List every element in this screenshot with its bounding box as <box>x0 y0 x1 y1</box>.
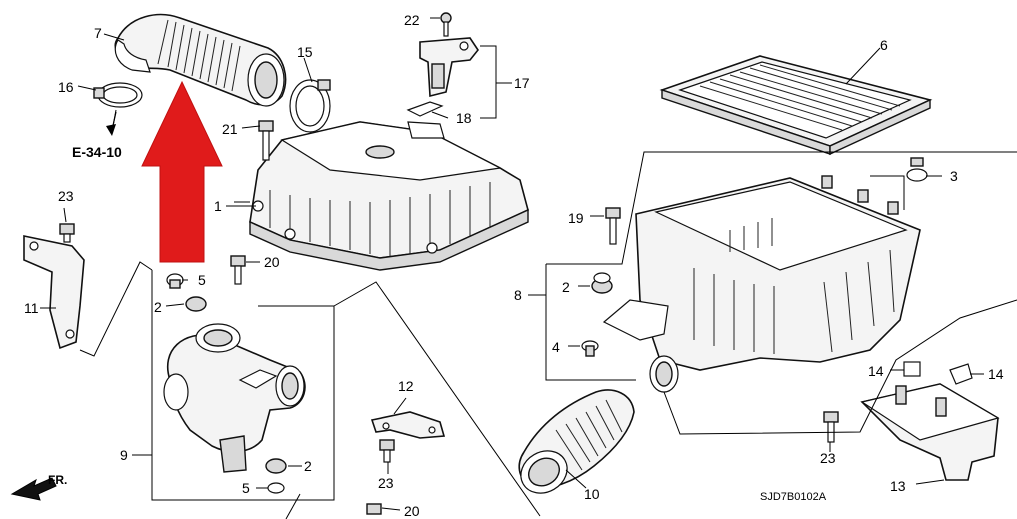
screw-part-22 <box>440 12 452 37</box>
bolt-part-20-lower <box>366 503 382 515</box>
label-part-2-upper: 2 <box>154 299 162 315</box>
label-part-5-upper: 5 <box>198 272 206 288</box>
label-part-1: 1 <box>214 198 222 214</box>
label-part-23-left: 23 <box>58 188 74 204</box>
label-part-4: 4 <box>552 339 560 355</box>
highlight-arrow-icon <box>141 80 223 263</box>
label-part-12: 12 <box>398 378 414 394</box>
hose-clamp-part-16 <box>93 82 143 108</box>
label-part-21: 21 <box>222 121 238 137</box>
front-label: FR. <box>48 473 67 487</box>
label-part-10: 10 <box>584 486 600 502</box>
label-part-3: 3 <box>950 168 958 184</box>
bolt-part-19 <box>605 207 621 245</box>
intake-duct-part-7 <box>114 13 287 107</box>
label-part-6: 6 <box>880 37 888 53</box>
leader-lines <box>40 17 1017 519</box>
air-cleaner-housing-part-8 <box>602 175 921 393</box>
label-part-23-middle: 23 <box>378 475 394 491</box>
air-cleaner-cover-part-1 <box>249 121 529 271</box>
label-part-17: 17 <box>514 75 530 91</box>
label-part-18: 18 <box>456 110 472 126</box>
hose-clamp-part-15 <box>289 79 331 133</box>
bolt-part-23-right <box>823 411 839 443</box>
label-part-13: 13 <box>890 478 906 494</box>
label-part-22: 22 <box>404 12 420 28</box>
bracket-part-13 <box>860 361 1000 481</box>
label-part-9: 9 <box>120 447 128 463</box>
airflow-sensor-part-17 <box>419 37 479 98</box>
diagram-code: SJD7B0102A <box>760 491 827 503</box>
grommet-part-2-lower <box>265 458 287 474</box>
label-part-15: 15 <box>297 44 313 60</box>
air-filter-element-part-6 <box>659 55 933 156</box>
front-direction-arrow-icon <box>10 477 57 501</box>
collar-part-4 <box>581 340 599 357</box>
reference-label: E-34-10 <box>72 144 122 160</box>
grommet-part-3 <box>906 157 928 182</box>
grommet-part-2-upper <box>185 296 207 312</box>
collar-part-5-lower <box>267 482 285 494</box>
label-part-2-lower: 2 <box>304 458 312 474</box>
label-part-23-right: 23 <box>820 450 836 466</box>
sensor-gasket-part-18 <box>406 101 444 117</box>
intake-hose-part-10 <box>518 389 635 494</box>
collar-part-5-upper <box>166 273 184 289</box>
reference-arrow-icon <box>106 111 117 136</box>
label-part-11: 11 <box>24 300 39 316</box>
bracket-part-11 <box>23 235 85 350</box>
bolt-part-20-upper <box>230 255 246 285</box>
label-part-20-upper: 20 <box>264 254 280 270</box>
label-part-20-lower: 20 <box>404 503 420 519</box>
bolt-part-23-middle <box>379 439 395 463</box>
part-number-labels: 7 16 15 21 1 22 17 18 6 3 19 8 2 4 14 14… <box>24 12 1004 519</box>
label-part-19: 19 <box>568 210 584 226</box>
label-part-16: 16 <box>58 79 74 95</box>
grommet-part-2 <box>591 272 613 294</box>
label-part-14-left: 14 <box>868 363 884 379</box>
bolt-part-21 <box>258 120 274 161</box>
label-part-5-lower: 5 <box>242 480 250 496</box>
label-part-7: 7 <box>94 25 102 41</box>
bolt-part-23-left <box>59 223 75 243</box>
label-part-14-right: 14 <box>988 366 1004 382</box>
bracket-part-12 <box>370 411 446 439</box>
resonator-part-9 <box>163 323 306 473</box>
label-part-8: 8 <box>514 287 522 303</box>
label-part-2-housing: 2 <box>562 279 570 295</box>
